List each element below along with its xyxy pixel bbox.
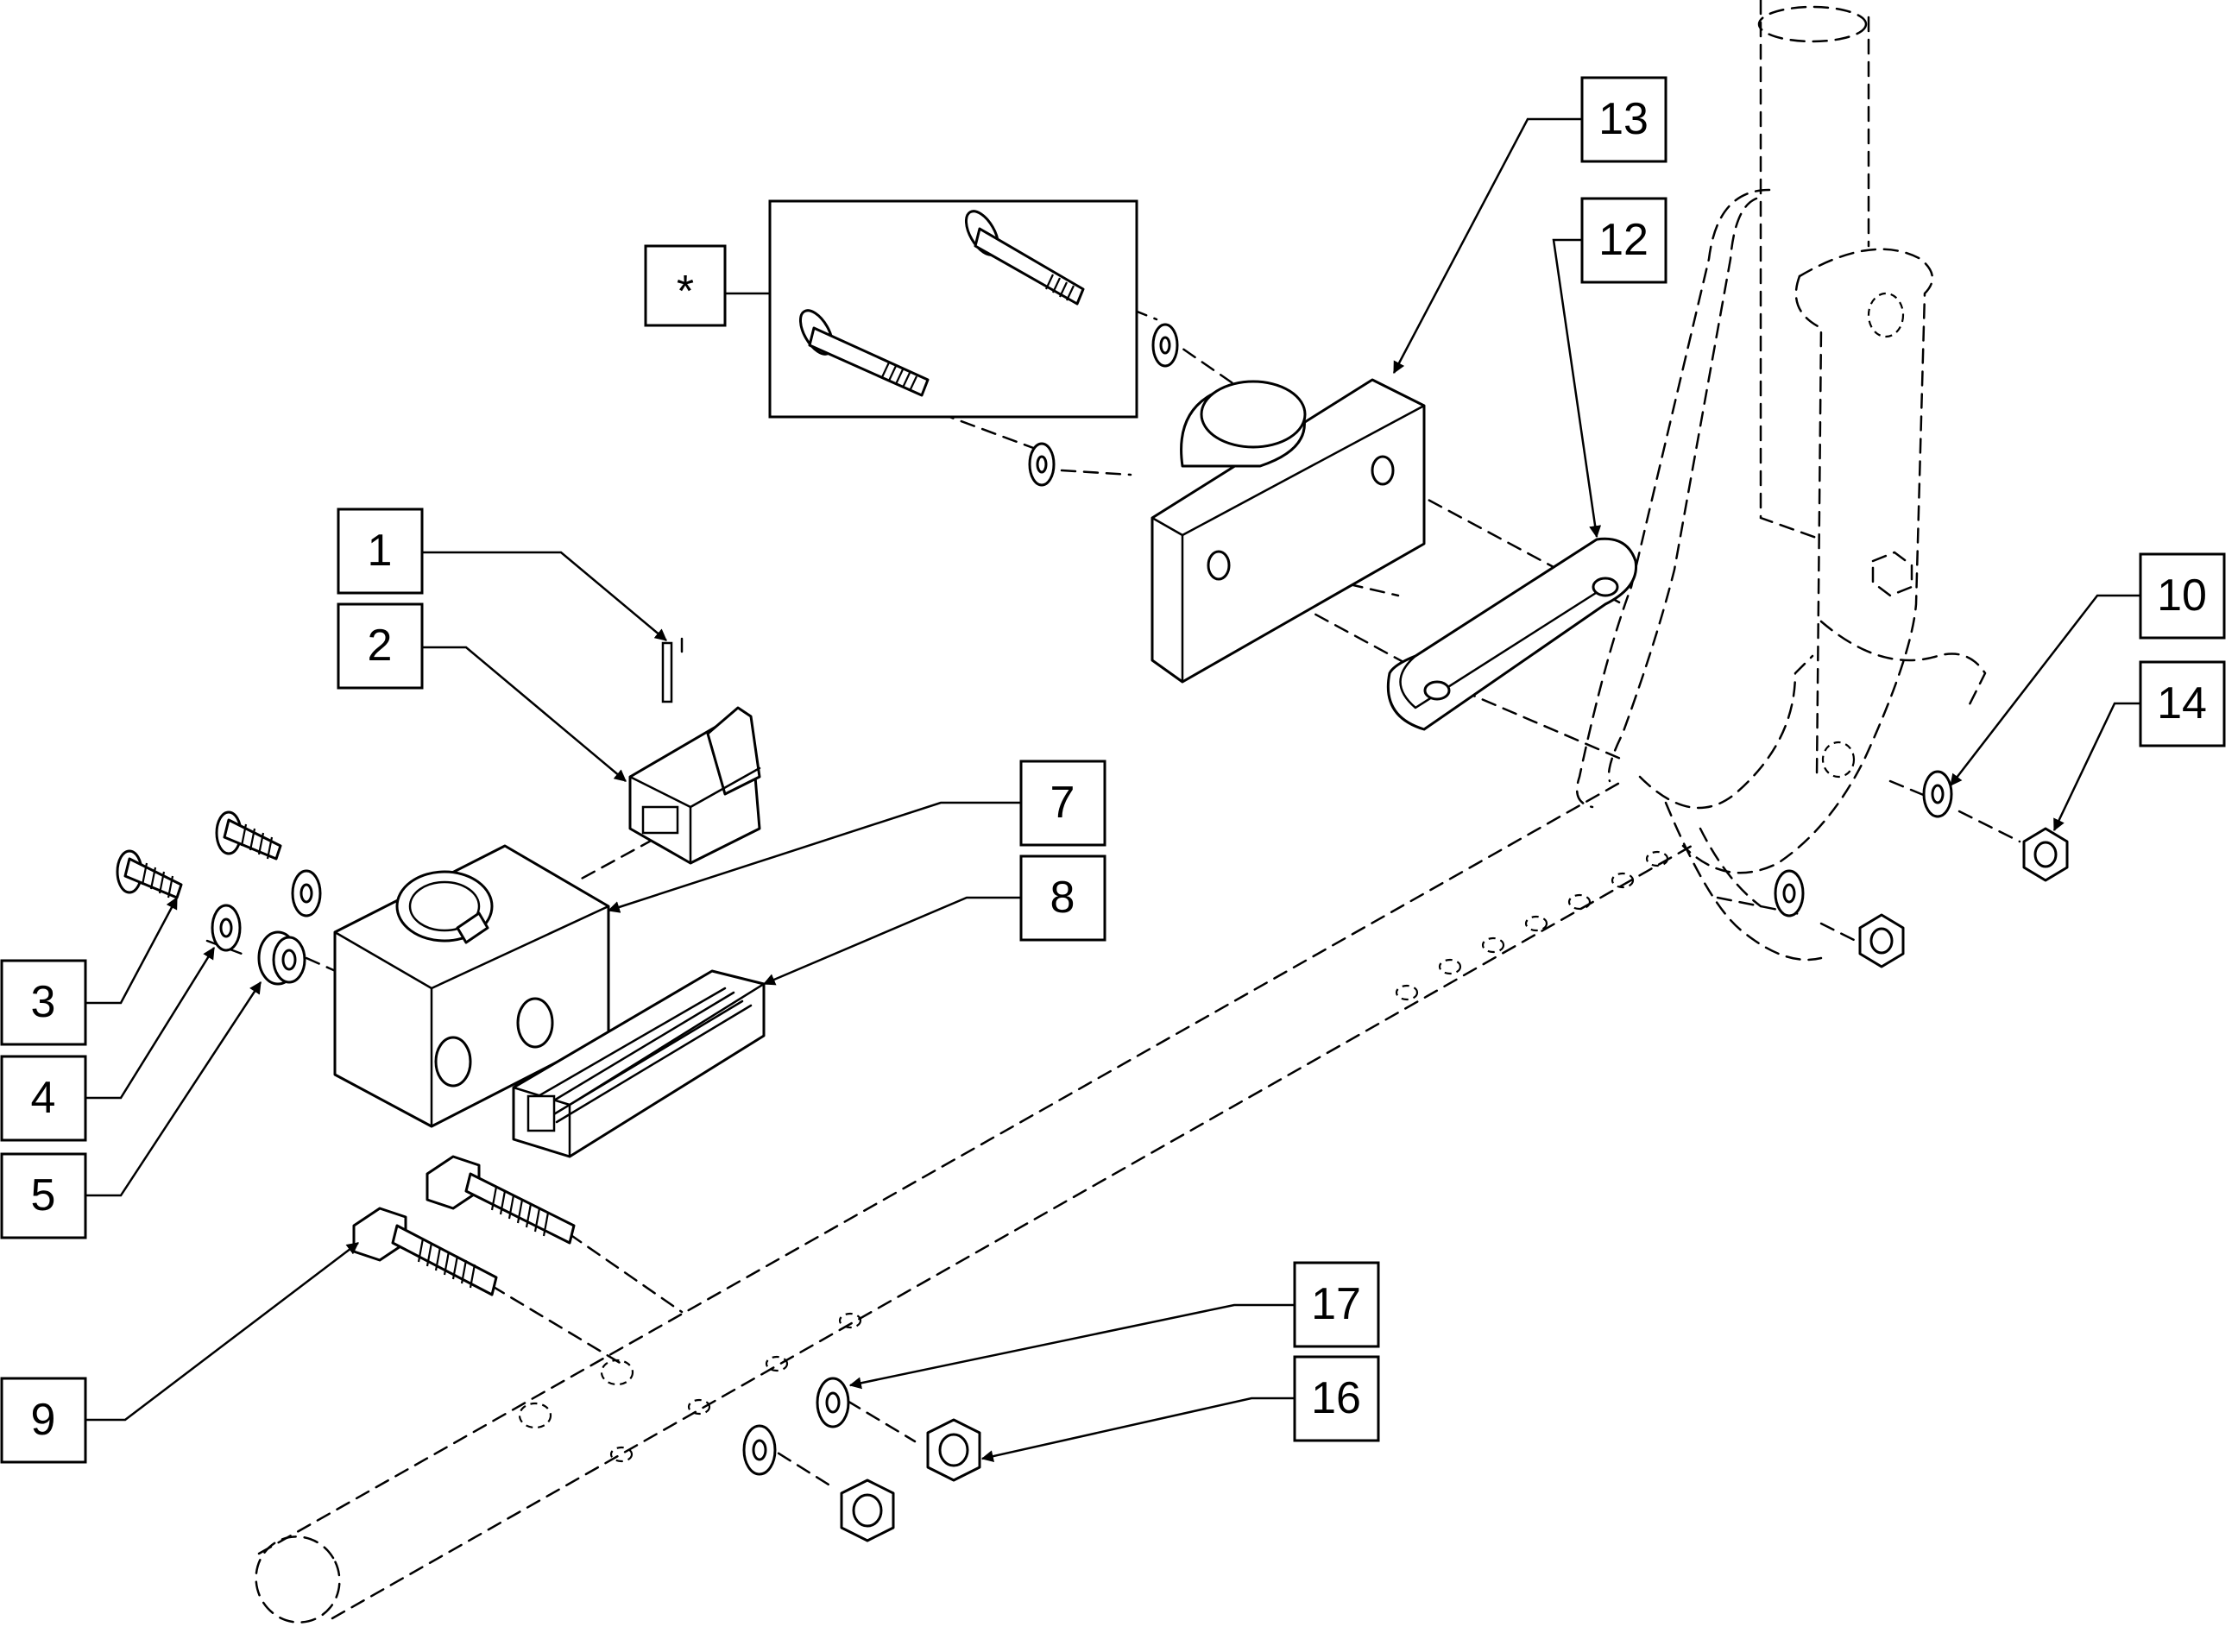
svg-text:7: 7 bbox=[1050, 778, 1075, 828]
callout-1: 1 bbox=[337, 508, 424, 595]
svg-text:4: 4 bbox=[31, 1073, 56, 1123]
part-16-nuts bbox=[840, 1418, 981, 1542]
part-5-spacer bbox=[257, 930, 306, 986]
part-7-clamp-block bbox=[333, 844, 610, 1128]
svg-text:*: * bbox=[677, 267, 694, 317]
svg-text:10: 10 bbox=[2157, 571, 2207, 621]
callout-4: 4 bbox=[0, 1055, 87, 1142]
svg-text:5: 5 bbox=[31, 1170, 56, 1220]
part-17-washers bbox=[742, 1377, 850, 1476]
part-13-mounting-block bbox=[1151, 378, 1426, 684]
washers-upper bbox=[1028, 323, 1179, 487]
tube-holes bbox=[518, 850, 1669, 1463]
svg-text:12: 12 bbox=[1598, 215, 1649, 265]
callout-14: 14 bbox=[2139, 660, 2226, 747]
callout-12: 12 bbox=[1580, 197, 1667, 284]
part-10-washers bbox=[1774, 770, 1953, 917]
star-kit-box bbox=[768, 199, 1138, 419]
part-1-pin bbox=[661, 641, 673, 703]
leader-lines bbox=[86, 117, 2140, 1463]
callout-8: 8 bbox=[1019, 854, 1106, 942]
part-4-washers bbox=[211, 869, 322, 952]
svg-text:14: 14 bbox=[2157, 678, 2207, 728]
frame-reference-outline bbox=[255, 0, 1987, 1624]
callout-3: 3 bbox=[0, 959, 87, 1046]
callout-16: 16 bbox=[1293, 1355, 1380, 1442]
callout-9: 9 bbox=[0, 1377, 87, 1464]
callout-5: 5 bbox=[0, 1152, 87, 1239]
svg-text:2: 2 bbox=[368, 621, 393, 671]
svg-text:13: 13 bbox=[1598, 94, 1649, 144]
svg-text:8: 8 bbox=[1050, 873, 1075, 923]
callout-7: 7 bbox=[1019, 760, 1106, 847]
part-2-latch bbox=[628, 706, 761, 865]
callout-2: 2 bbox=[337, 602, 424, 690]
part-3-screws bbox=[116, 810, 282, 899]
svg-text:3: 3 bbox=[31, 977, 56, 1027]
callout-10: 10 bbox=[2139, 552, 2226, 640]
callout-17: 17 bbox=[1293, 1261, 1380, 1348]
svg-text:9: 9 bbox=[31, 1395, 56, 1445]
part-8-rail bbox=[512, 969, 766, 1158]
part-14-nuts bbox=[1858, 827, 2069, 968]
svg-text:16: 16 bbox=[1311, 1373, 1361, 1423]
part-9-bolts bbox=[352, 1155, 576, 1296]
part-12-link-plate bbox=[1386, 537, 1638, 731]
callout-star: * bbox=[644, 244, 727, 327]
svg-text:1: 1 bbox=[368, 526, 393, 576]
callout-13: 13 bbox=[1580, 76, 1667, 163]
svg-text:17: 17 bbox=[1311, 1279, 1361, 1329]
